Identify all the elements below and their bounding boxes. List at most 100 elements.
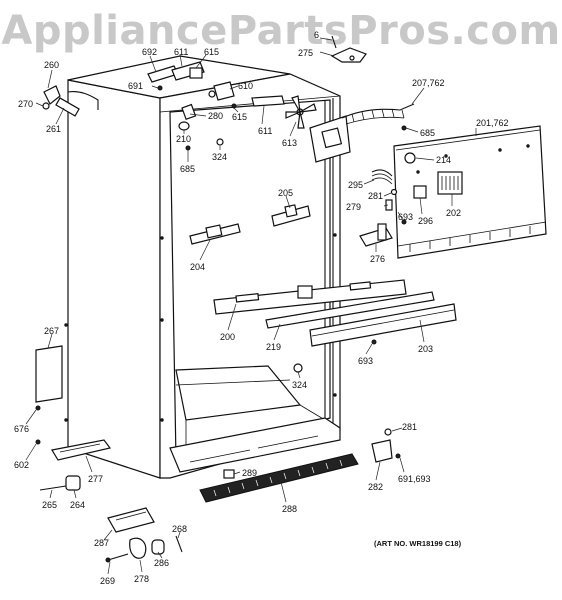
damper-610 xyxy=(213,81,235,101)
cabinet-left-panel xyxy=(67,79,161,479)
screw-685 xyxy=(185,145,191,151)
callout: 615 xyxy=(204,47,219,57)
callout: 204 xyxy=(190,262,205,272)
callout: 277 xyxy=(88,474,103,484)
callout: 611 xyxy=(174,47,188,57)
mullion-strip-219 xyxy=(265,291,435,329)
callout: 210 xyxy=(176,134,191,144)
screw-602 xyxy=(35,439,41,445)
roller-264 xyxy=(65,475,81,491)
part-289 xyxy=(223,469,235,479)
callout: 676 xyxy=(14,424,29,434)
mullion-assembly xyxy=(213,279,457,347)
fan-613 xyxy=(285,95,317,129)
callout: 267 xyxy=(44,326,59,336)
wire-harness-295 xyxy=(371,169,393,177)
callout: 281 xyxy=(402,422,417,432)
bolt-265 xyxy=(39,485,67,491)
art-number: (ART NO. WR18199 C18) xyxy=(374,539,462,548)
callout: 691 xyxy=(128,81,143,91)
hinge-260 xyxy=(43,85,61,105)
callout: 691,693 xyxy=(398,474,431,484)
callout: 269 xyxy=(100,576,115,586)
callout: 203 xyxy=(418,344,433,354)
callout: 324 xyxy=(212,152,227,162)
hinge-pin-261 xyxy=(55,97,80,117)
bracket-282 xyxy=(371,439,393,463)
screw-691 xyxy=(157,85,163,91)
callout: 685 xyxy=(180,164,195,174)
bolt-269 xyxy=(107,553,129,561)
callout: 288 xyxy=(282,504,297,514)
leader-lines xyxy=(25,37,477,575)
callout: 615 xyxy=(232,112,247,122)
callout: 287 xyxy=(94,538,109,548)
callout: 610 xyxy=(238,81,253,91)
watermark: AppliancePartsPros.com xyxy=(1,8,561,54)
shelf-brackets xyxy=(189,204,311,245)
callout: 685 xyxy=(420,128,435,138)
callout: 611 xyxy=(258,126,272,136)
callout: 286 xyxy=(154,558,169,568)
callout: 260 xyxy=(44,60,59,70)
callout-labels: 6 275 260 270 261 692 611 615 691 610 28… xyxy=(14,30,509,586)
cabinet-bottom-front xyxy=(169,417,341,473)
screw-615 xyxy=(231,103,237,109)
callout: 295 xyxy=(348,180,363,190)
bracket-275 xyxy=(330,47,367,63)
panel-267 xyxy=(35,345,63,403)
bracket-276 xyxy=(359,227,393,247)
callout: 275 xyxy=(298,48,313,58)
callout: 693 xyxy=(398,212,413,222)
clip-281 xyxy=(390,188,398,196)
callout: 279 xyxy=(346,202,361,212)
bracket-611 xyxy=(171,61,205,81)
clip-281-lower xyxy=(384,428,392,436)
lower-parts xyxy=(35,339,401,563)
bushing-270 xyxy=(42,102,50,110)
screw-693-center xyxy=(371,339,377,345)
bracket-287 xyxy=(107,507,155,533)
roller-278 xyxy=(129,537,147,559)
callout: 693 xyxy=(358,356,373,366)
roller-286 xyxy=(151,539,165,555)
callout: 602 xyxy=(14,460,29,470)
callout: 324 xyxy=(292,380,307,390)
callout: 219 xyxy=(266,342,281,352)
callout: 289 xyxy=(242,468,257,478)
callout: 200 xyxy=(220,332,235,342)
callout: 270 xyxy=(18,99,33,109)
knob-214 xyxy=(404,152,416,164)
part-279 xyxy=(385,199,393,211)
fastener-324-lower xyxy=(293,363,303,373)
callout: 296 xyxy=(418,216,433,226)
fastener-324 xyxy=(216,138,224,146)
control-panel-201 xyxy=(393,125,547,259)
callout: 264 xyxy=(70,500,85,510)
callout: 207,762 xyxy=(412,78,445,88)
mullion-center-clip xyxy=(297,285,313,299)
callout: 278 xyxy=(134,574,149,584)
part-280 xyxy=(181,103,197,121)
switch-296 xyxy=(413,185,427,199)
screw-693 xyxy=(401,219,407,225)
top-parts xyxy=(42,35,415,163)
callout: 281 xyxy=(368,191,383,201)
callout: 6 xyxy=(314,30,319,40)
callout: 261 xyxy=(46,124,61,134)
screw-676 xyxy=(35,405,41,411)
callout: 282 xyxy=(368,482,383,492)
part-210 xyxy=(178,121,190,131)
callout: 276 xyxy=(370,254,385,264)
callout: 202 xyxy=(446,208,461,218)
screw-6 xyxy=(331,35,337,49)
screw-685-right xyxy=(401,125,407,131)
harness-207 xyxy=(341,103,415,119)
screw-268 xyxy=(175,535,183,553)
callout: 265 xyxy=(42,500,57,510)
callout: 280 xyxy=(208,111,223,121)
bracket-611-right xyxy=(251,95,285,107)
screw-691-693 xyxy=(395,453,401,459)
